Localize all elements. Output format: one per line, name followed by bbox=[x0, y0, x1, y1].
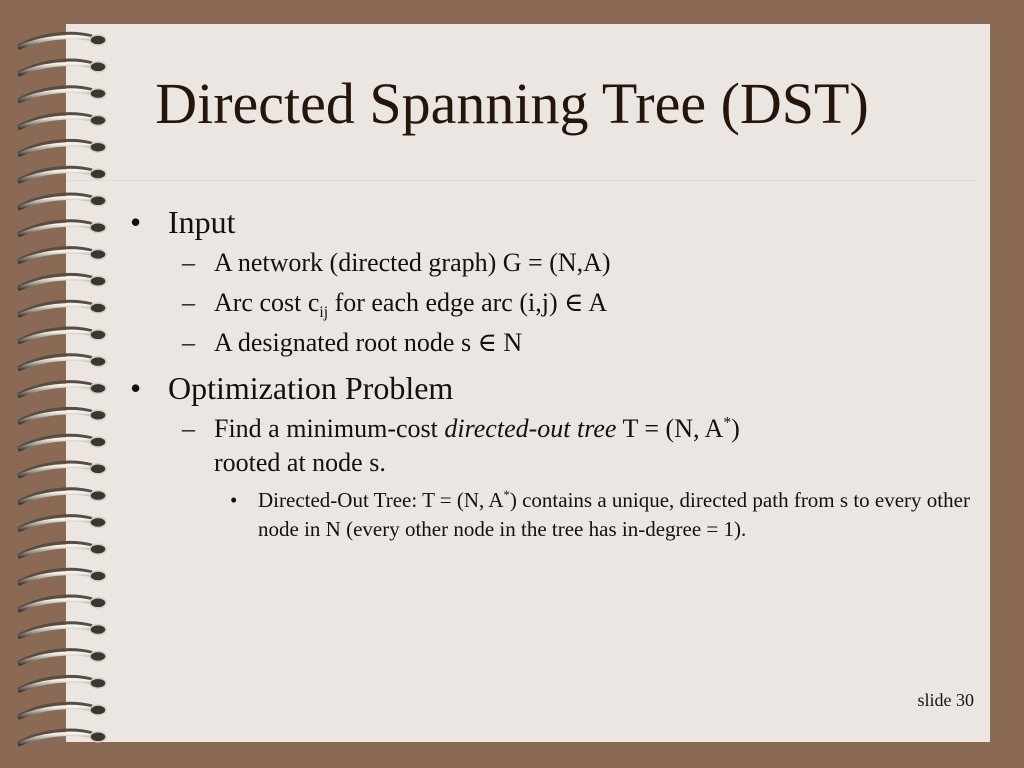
slide-title: Directed Spanning Tree (DST) bbox=[155, 71, 869, 136]
binding-coil bbox=[17, 85, 107, 104]
binding-coil bbox=[17, 621, 107, 640]
slide-content: • Input – A network (directed graph) G =… bbox=[130, 202, 970, 544]
binding-coil bbox=[17, 433, 107, 452]
binding-coil bbox=[17, 380, 107, 399]
arc-cost-subscript: ij bbox=[319, 304, 329, 322]
bullet-dot: • bbox=[130, 204, 142, 240]
binding-coil bbox=[17, 326, 107, 345]
sub-bullet-network: – A network (directed graph) G = (N,A) bbox=[130, 246, 970, 280]
bullet-input-label: Input bbox=[168, 204, 236, 240]
find-text: Find a minimum-cost bbox=[214, 414, 445, 443]
dash-marker: – bbox=[182, 248, 195, 277]
sub-bullet-find: – Find a minimum-cost directed-out tree … bbox=[130, 412, 970, 480]
slide-page bbox=[66, 24, 990, 742]
bullet-dot: • bbox=[230, 488, 238, 512]
binding-coil bbox=[17, 353, 107, 372]
binding-coil bbox=[17, 31, 107, 50]
binding-coil bbox=[17, 246, 107, 265]
bullet-dot: • bbox=[130, 370, 142, 406]
sub-sub-bullet-definition: • Directed-Out Tree: T = (N, A*) contain… bbox=[130, 486, 970, 544]
dash-marker: – bbox=[182, 288, 195, 317]
sub-bullet-arc-cost: – Arc cost cij for each edge arc (i,j) ∈… bbox=[130, 286, 970, 320]
slide-number: slide 30 bbox=[917, 690, 975, 710]
title-divider bbox=[66, 180, 976, 181]
binding-coil bbox=[17, 648, 107, 667]
find-emphasis: directed-out tree bbox=[444, 414, 617, 443]
find-mid: T = (N, A bbox=[616, 414, 724, 443]
binding-coil bbox=[17, 192, 107, 211]
binding-coil bbox=[17, 460, 107, 479]
binding-coil bbox=[17, 514, 107, 533]
binding-coil bbox=[17, 165, 107, 184]
definition-rest: ) contains a unique, directed path from … bbox=[258, 488, 970, 541]
sub-bullet-network-text: A network (directed graph) G = (N,A) bbox=[214, 248, 611, 277]
binding-coil bbox=[17, 138, 107, 158]
dash-marker: – bbox=[182, 414, 195, 443]
find-line2: rooted at node s. bbox=[214, 448, 386, 477]
definition-text: Directed-Out Tree: T = (N, A bbox=[258, 488, 504, 512]
find-close: ) bbox=[731, 414, 740, 443]
binding-coil bbox=[17, 540, 107, 560]
binding-coil bbox=[17, 594, 107, 613]
spiral-binding-icon bbox=[17, 31, 107, 747]
binding-coil bbox=[17, 674, 107, 694]
dash-marker: – bbox=[182, 328, 195, 357]
sub-bullet-root: – A designated root node s ∈ N bbox=[130, 326, 970, 360]
binding-coil bbox=[17, 272, 107, 292]
binding-coil bbox=[17, 299, 107, 318]
arc-cost-text: Arc cost c bbox=[214, 288, 320, 317]
binding-coil bbox=[17, 406, 107, 426]
sub-bullet-root-text: A designated root node s ∈ N bbox=[214, 328, 523, 357]
binding-coil bbox=[17, 728, 107, 747]
binding-coil bbox=[17, 112, 107, 131]
binding-coil bbox=[17, 567, 107, 586]
bullet-input: • Input bbox=[130, 202, 970, 242]
bullet-optimization: • Optimization Problem bbox=[130, 368, 970, 408]
binding-coil bbox=[17, 487, 107, 506]
binding-coil bbox=[17, 219, 107, 238]
bullet-optimization-label: Optimization Problem bbox=[168, 370, 454, 406]
definition-superscript: * bbox=[503, 488, 510, 502]
arc-cost-rest: for each edge arc (i,j) ∈ A bbox=[328, 288, 608, 317]
find-superscript: * bbox=[723, 414, 732, 432]
binding-coil bbox=[17, 701, 107, 720]
binding-coil bbox=[17, 58, 107, 77]
